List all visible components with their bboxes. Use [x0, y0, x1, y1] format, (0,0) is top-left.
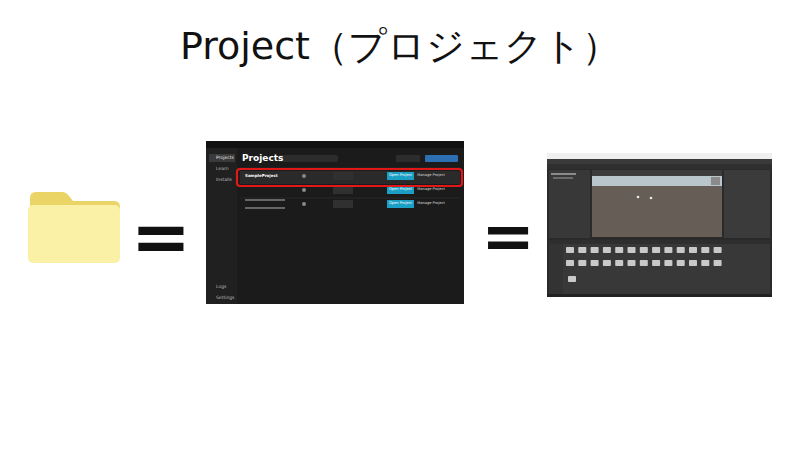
folder-icon	[28, 192, 120, 263]
folder-thumb	[640, 247, 648, 253]
folder-thumb	[652, 247, 660, 253]
folder-thumb	[628, 247, 636, 253]
hub-screenshot	[206, 141, 464, 304]
button-label: Open Project	[389, 202, 412, 206]
folder-thumb	[568, 276, 576, 282]
folder-thumb	[677, 247, 685, 253]
folder-thumb	[603, 260, 611, 266]
folder-thumb	[701, 260, 709, 266]
hub-heading: Projects	[242, 154, 283, 163]
sidebar-item: Settings	[216, 296, 234, 301]
folder-thumb	[615, 260, 623, 266]
project-name: SampleProject	[245, 174, 278, 178]
folder-thumb	[566, 247, 574, 253]
editor-screenshot	[547, 153, 772, 297]
button-label: Manage Project	[417, 202, 445, 206]
sidebar-item: Logs	[216, 285, 226, 290]
folder-thumb	[664, 260, 672, 266]
folder-thumb	[689, 260, 697, 266]
button-label: Manage Project	[417, 174, 445, 178]
folder-thumb	[714, 260, 722, 266]
button-label: Open Project	[389, 188, 412, 192]
folder-grid	[566, 247, 722, 282]
sidebar-item: Projects	[216, 156, 234, 161]
folder-thumb	[714, 247, 722, 253]
equals-sign: =	[481, 204, 535, 268]
folder-thumb	[591, 247, 599, 253]
button-label: Manage Project	[417, 188, 445, 192]
title: Project（プロジェクト）	[180, 27, 620, 65]
folder-thumb	[591, 260, 599, 266]
sidebar-item: Installs	[216, 178, 232, 183]
button-label: Open Project	[389, 174, 412, 178]
folder-thumb	[603, 247, 611, 253]
folder-thumb	[652, 260, 660, 266]
folder-thumb	[701, 247, 709, 253]
folder-thumb	[578, 247, 586, 253]
folder-thumb	[677, 260, 685, 266]
folder-thumb	[628, 260, 636, 266]
folder-thumb	[664, 247, 672, 253]
folder-thumb	[640, 260, 648, 266]
folder-thumb	[615, 247, 623, 253]
equals-sign: =	[131, 200, 191, 272]
folder-thumb	[578, 260, 586, 266]
folder-thumb	[689, 247, 697, 253]
sidebar-item: Learn	[216, 167, 229, 172]
folder-thumb	[566, 260, 574, 266]
